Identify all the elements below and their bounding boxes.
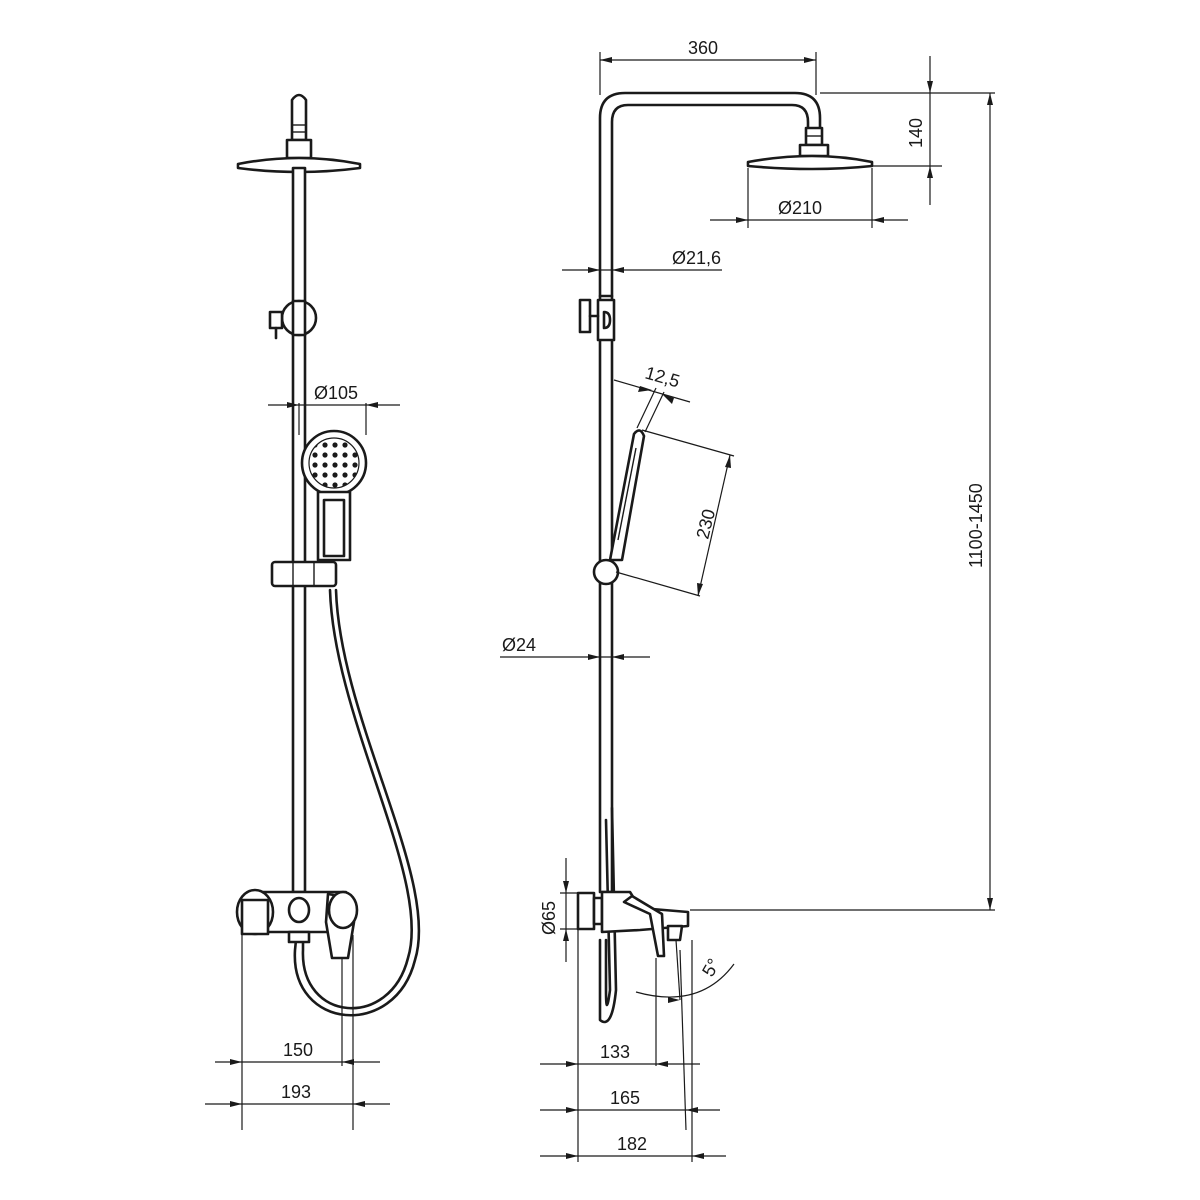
dim-depth-165: 165 [610, 1088, 640, 1108]
side-column-upper [598, 91, 822, 298]
front-head-connector [285, 138, 313, 160]
front-overhead-shower-head [236, 156, 362, 174]
dim-depth-133: 133 [600, 1042, 630, 1062]
dim-head-drop: 140 [906, 118, 926, 148]
front-top-nozzle [290, 93, 308, 142]
dim-inner-span: 150 [283, 1040, 313, 1060]
side-overhead-shower-head [746, 154, 874, 171]
side-hose [598, 806, 618, 1024]
side-mixer-knob [576, 891, 596, 931]
dim-handle-width: 12,5 [643, 363, 682, 392]
front-slider-holder [270, 560, 338, 588]
dim-height-range: 1100-1450 [966, 483, 986, 568]
dim-depth-182: 182 [617, 1134, 647, 1154]
dim-arm-length: 360 [688, 38, 718, 58]
front-handshower-nozzles [308, 437, 360, 489]
front-hose [293, 588, 421, 1017]
dim-lower-tube-diameter: Ø24 [502, 635, 536, 655]
side-dimensions: 360 140 Ø210 Ø21,6 12,5 230 [500, 38, 995, 1162]
side-mixer-lever [622, 894, 666, 958]
dim-spout-angle: 5° [698, 955, 724, 980]
dim-handshower-diameter: Ø105 [314, 383, 358, 403]
dim-handshower-length: 230 [692, 507, 719, 541]
front-column [291, 166, 307, 894]
front-view [235, 93, 421, 1017]
dim-upper-tube-diameter: Ø21,6 [672, 248, 721, 268]
front-dimensions: Ø105 150 193 [205, 383, 400, 1130]
side-view [576, 91, 874, 1024]
dim-outer-span: 193 [281, 1082, 311, 1102]
side-holder [592, 558, 620, 586]
side-column-lower [598, 294, 614, 894]
dim-head-diameter: Ø210 [778, 198, 822, 218]
front-clamp-knob [268, 310, 284, 330]
dim-mixer-diameter: Ø65 [539, 901, 559, 935]
